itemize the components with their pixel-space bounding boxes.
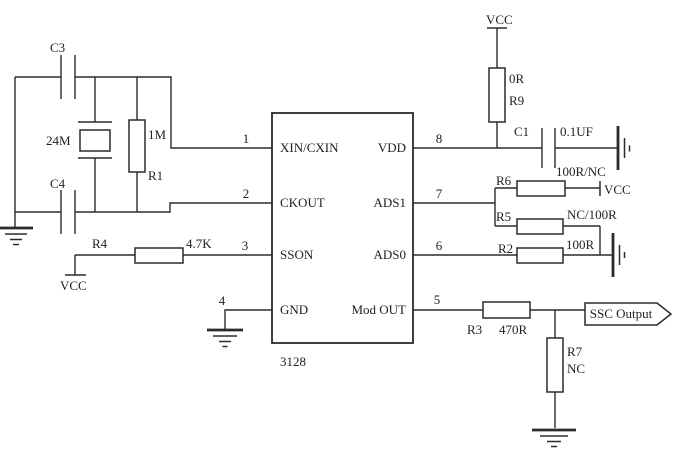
pin8-number: 8 <box>436 131 443 146</box>
ic-pin2-label: CKOUT <box>280 195 325 210</box>
r5-value-label: NC/100R <box>567 207 617 222</box>
vcc-r6-label: VCC <box>604 182 631 197</box>
r6-ref-label: R6 <box>496 173 512 188</box>
c1-ref-label: C1 <box>514 124 529 139</box>
crystal-value-label: 24M <box>46 133 71 148</box>
crystal-body <box>79 129 111 152</box>
left-ground-icon <box>5 233 27 246</box>
crystal-plates <box>78 121 112 159</box>
ic-3128: XIN/CXIN CKOUT SSON GND VDD ADS1 ADS0 Mo… <box>219 112 443 369</box>
ic-pin8-label: VDD <box>378 140 406 155</box>
ic-body <box>271 112 414 344</box>
pin2-number: 2 <box>243 186 250 201</box>
ssc-output-label: SSC Output <box>590 306 653 321</box>
r1-value-label: 1M <box>148 127 167 142</box>
ic-part-number: 3128 <box>280 354 306 369</box>
ic-pin6-label: ADS0 <box>373 247 406 262</box>
resistor-r7-body <box>546 337 564 393</box>
r1-ref-label: R1 <box>148 168 163 183</box>
resistor-r4-body <box>134 247 184 264</box>
vdd-wires <box>413 28 617 149</box>
capacitor-c1-plates <box>541 128 556 168</box>
capacitor-c4-plates <box>60 190 76 234</box>
c4-ref-label: C4 <box>50 176 66 191</box>
gnd-pin4-wire <box>224 309 272 330</box>
r3-value-label: 470R <box>499 322 528 337</box>
resistor-r5-body <box>516 218 564 235</box>
r2-ref-label: R2 <box>498 241 513 256</box>
r6-value-label: 100R/NC <box>556 164 606 179</box>
r7-ref-label: R7 <box>567 344 583 359</box>
resistor-r3-body <box>482 301 531 319</box>
gnd-pin4-icon <box>213 335 237 348</box>
r4-ref-label: R4 <box>92 236 108 251</box>
resistor-r6-body <box>516 180 566 197</box>
modout-wires <box>413 309 585 428</box>
r5-ref-label: R5 <box>496 209 511 224</box>
pin6-number: 6 <box>436 238 443 253</box>
r4-value-label: 4.7K <box>186 236 212 251</box>
oscillator-network: C3 24M 1M R1 C4 <box>0 40 272 246</box>
sson-network: VCC R4 4.7K <box>60 236 272 293</box>
ads1-network: R6 100R/NC VCC R5 NC/100R <box>413 164 631 255</box>
vcc-top-label: VCC <box>486 12 513 27</box>
pin3-number: 3 <box>242 238 249 253</box>
ssc-output-flag <box>584 302 673 326</box>
ic-pin7-label: ADS1 <box>373 195 406 210</box>
c1-value-label: 0.1UF <box>560 124 593 139</box>
r2-value-label: 100R <box>566 237 595 252</box>
ic-pin5-label: Mod OUT <box>351 302 406 317</box>
ads1-wires <box>413 187 601 255</box>
resistor-r9-body <box>488 67 506 123</box>
ic-pin1-label: XIN/CXIN <box>280 140 339 155</box>
resistor-r1-body <box>128 119 146 173</box>
ic-pin3-label: SSON <box>280 247 314 262</box>
pin5-number: 5 <box>434 292 441 307</box>
resistor-r2-body <box>516 247 564 264</box>
pin1-number: 1 <box>243 131 250 146</box>
ic-pin4-label: GND <box>280 302 308 317</box>
ads0-network: R2 100R <box>413 233 626 277</box>
r9-value-label: 0R <box>509 71 525 86</box>
pin7-number: 7 <box>436 186 443 201</box>
modout-network: R3 470R R7 NC SSC Output <box>413 301 673 448</box>
sson-wires <box>74 254 272 275</box>
r9-ref-label: R9 <box>509 93 524 108</box>
r7-value-label: NC <box>567 361 585 376</box>
gnd-pin4 <box>207 309 272 348</box>
gnd-r7-icon <box>540 435 568 448</box>
pin4-number: 4 <box>219 293 226 308</box>
gnd-c1-icon <box>623 138 631 158</box>
vdd-network: VCC 0R R9 C1 0.1UF <box>413 12 631 170</box>
c3-ref-label: C3 <box>50 40 65 55</box>
r3-ref-label: R3 <box>467 322 482 337</box>
capacitor-c3-plates <box>60 55 76 99</box>
oscillator-wires <box>14 76 272 213</box>
vcc-r4-label: VCC <box>60 278 87 293</box>
gnd-r2-icon <box>618 245 626 265</box>
